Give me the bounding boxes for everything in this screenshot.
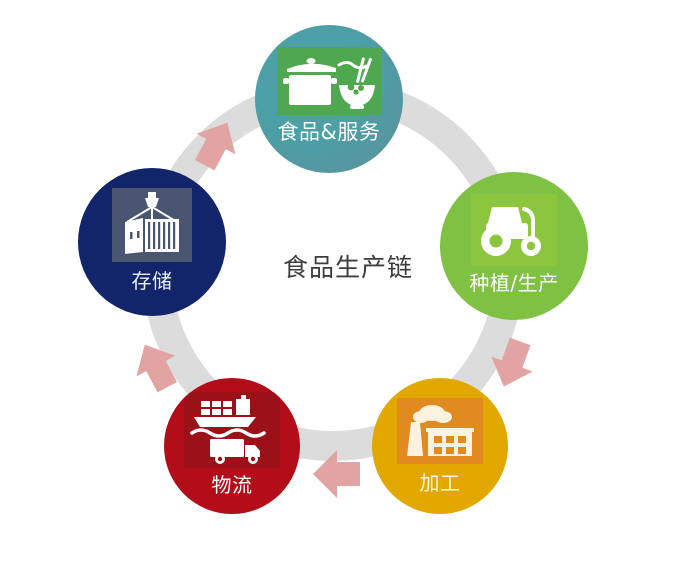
factory-icon xyxy=(397,398,483,464)
pot-and-noodle-bowl-icon xyxy=(277,47,381,115)
node-food-service[interactable]: 食品&服务 xyxy=(255,25,403,173)
node-storage[interactable]: 存储 xyxy=(78,168,226,316)
arrow-logistics-to-storage xyxy=(136,344,177,393)
node-farming-production-label: 种植/生产 xyxy=(469,271,559,295)
node-storage-label: 存储 xyxy=(131,269,173,293)
node-processing[interactable]: 加工 xyxy=(372,378,508,514)
arrow-storage-to-food xyxy=(195,122,236,171)
node-food-service-label: 食品&服务 xyxy=(277,120,381,144)
arrow-process-to-logistics xyxy=(313,450,360,498)
node-farming-production[interactable]: 种植/生产 xyxy=(440,172,588,320)
node-logistics-label: 物流 xyxy=(211,473,253,497)
cargo-ship-and-truck-icon xyxy=(184,392,280,468)
node-logistics[interactable]: 物流 xyxy=(164,378,300,514)
arrow-farm-to-process xyxy=(491,337,533,387)
page-title: 食品生产链 xyxy=(282,253,413,282)
tractor-icon xyxy=(471,194,557,266)
node-processing-label: 加工 xyxy=(419,471,461,495)
crane-lifting-container-icon xyxy=(112,188,192,262)
